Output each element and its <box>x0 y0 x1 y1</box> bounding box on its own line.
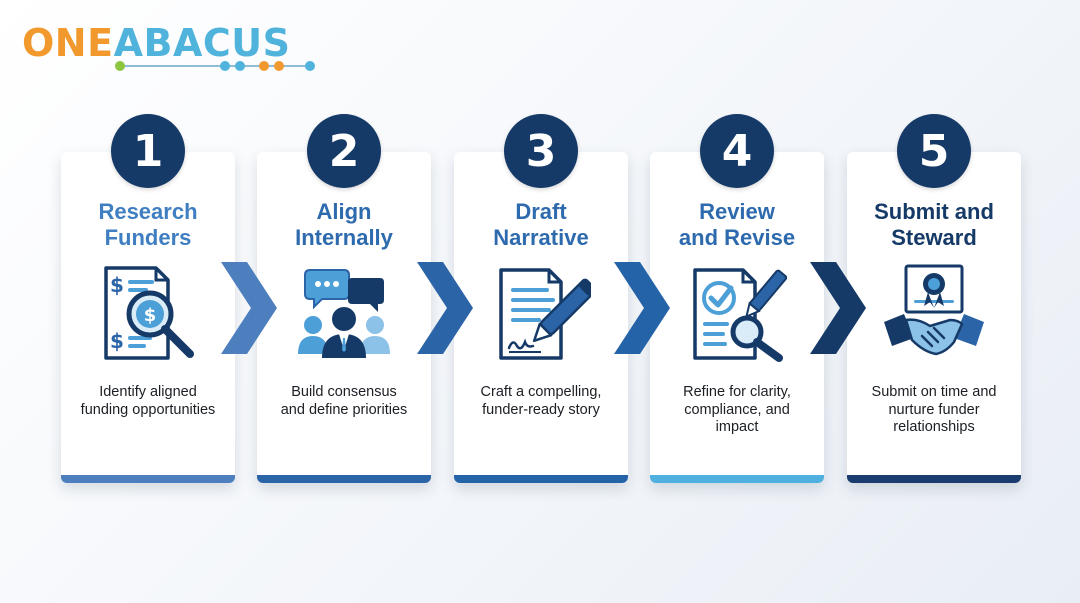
search-document-dollar-icon: $ $ $ <box>104 266 194 360</box>
step-description-line: funder-ready story <box>482 401 600 418</box>
logo-bead-blue <box>235 61 245 71</box>
logo-abacus-rod <box>118 65 314 67</box>
step-number-badge: 4 <box>700 114 774 188</box>
step-title-line: Align <box>316 199 372 224</box>
step-accent-bar <box>454 475 628 483</box>
chevron-right-icon <box>810 262 866 354</box>
step-title-line: Steward <box>891 225 977 250</box>
logo-bead-blue <box>305 61 315 71</box>
step-number-badge: 1 <box>111 114 185 188</box>
chevron-right-icon <box>417 262 473 354</box>
logo-text-abacus: ABACUS <box>113 21 291 65</box>
step-description: Build consensus and define priorities <box>265 384 423 419</box>
step-description-line: compliance, and <box>684 401 790 418</box>
step-description-line: Submit on time and <box>871 384 997 400</box>
step-title-line: Internally <box>295 225 393 250</box>
step-description-line: nurture funder <box>888 401 980 418</box>
step-description-line: Craft a compelling, <box>480 384 602 400</box>
step-title-line: Submit and <box>874 199 994 224</box>
step-card-draft: Draft Narrative Craft a compelling, fund… <box>454 152 628 483</box>
document-pen-icon <box>499 268 591 360</box>
step-description-line: impact <box>715 419 759 435</box>
document-check-magnifier-icon <box>693 268 787 362</box>
chevron-right-icon <box>221 262 277 354</box>
logo-wordmark: ONEABACUS <box>22 22 312 64</box>
step-accent-bar <box>61 475 235 483</box>
svg-text:$: $ <box>110 273 124 297</box>
logo-bead-orange <box>274 61 284 71</box>
step-accent-bar <box>847 475 1021 483</box>
step-description-line: Build consensus <box>291 384 397 400</box>
step-title: Align Internally <box>257 199 431 251</box>
logo-bead-orange <box>259 61 269 71</box>
logo-bead-blue <box>220 61 230 71</box>
step-title: Review and Revise <box>650 199 824 251</box>
svg-text:$: $ <box>110 329 124 353</box>
handshake-certificate-icon <box>884 264 984 356</box>
step-description: Refine for clarity, compliance, and impa… <box>658 384 816 437</box>
step-title: Research Funders <box>61 199 235 251</box>
step-title-line: and Revise <box>678 225 796 250</box>
step-number-badge: 5 <box>897 114 971 188</box>
logo-bead-green <box>115 61 125 71</box>
step-title-line: Funders <box>104 225 192 250</box>
step-description-line: funding opportunities <box>80 401 216 418</box>
step-card-review: Review and Revise Refine for clarity, co… <box>650 152 824 483</box>
svg-text:$: $ <box>144 305 157 326</box>
step-card-align: Align Internally Build consensus and def… <box>257 152 431 483</box>
step-description-line: relationships <box>893 419 975 435</box>
step-description-line: Refine for clarity, <box>683 384 791 400</box>
step-card-submit: Submit and Steward Submit on time and nu… <box>847 152 1021 483</box>
step-number-badge: 3 <box>504 114 578 188</box>
step-description-line: Identify aligned <box>99 384 197 400</box>
step-title-line: Research <box>98 199 198 224</box>
step-title-line: Narrative <box>493 225 589 250</box>
step-accent-bar <box>650 475 824 483</box>
step-card-research: Research Funders $ $ $ Identify aligned … <box>61 152 235 483</box>
step-description: Submit on time and nurture funder relati… <box>855 384 1013 437</box>
step-title-line: Review <box>699 199 775 224</box>
team-discussion-icon <box>298 269 390 358</box>
step-number-badge: 2 <box>307 114 381 188</box>
logo-text-one: ONE <box>22 21 114 65</box>
step-description: Identify aligned funding opportunities <box>69 384 227 419</box>
step-accent-bar <box>257 475 431 483</box>
oneabacus-logo: ONEABACUS <box>22 22 315 74</box>
step-title: Draft Narrative <box>454 199 628 251</box>
step-title-line: Draft <box>515 199 567 224</box>
step-description: Craft a compelling, funder-ready story <box>462 384 620 419</box>
step-title: Submit and Steward <box>847 199 1021 251</box>
step-description-line: and define priorities <box>280 401 408 418</box>
chevron-right-icon <box>614 262 670 354</box>
